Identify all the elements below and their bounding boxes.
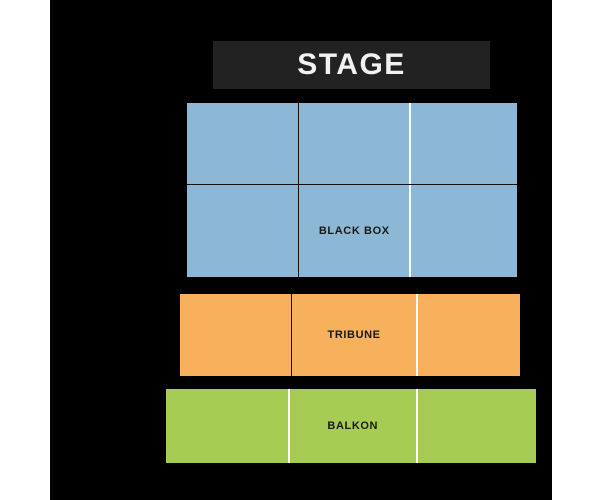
seat-cell-black-box-2-1[interactable] — [187, 185, 300, 277]
section-label-balkon: BALKON — [327, 419, 379, 432]
section-balkon-row-1: BALKON — [166, 389, 536, 463]
section-label-black-box: BLACK BOX — [318, 224, 390, 237]
section-black-box-row-1 — [187, 103, 517, 185]
seat-cell-balkon-1-1[interactable] — [166, 389, 290, 463]
seat-cell-balkon-1-3[interactable] — [418, 389, 536, 463]
seat-cell-black-box-1-3[interactable] — [411, 103, 517, 184]
seat-cell-black-box-1-1[interactable] — [187, 103, 300, 184]
seat-cell-black-box-2-3[interactable] — [411, 185, 517, 277]
section-black-box[interactable]: BLACK BOX — [187, 103, 517, 277]
seat-cell-balkon-1-2[interactable]: BALKON — [290, 389, 418, 463]
seat-cell-tribune-1-1[interactable] — [180, 294, 293, 376]
section-tribune-row-1: TRIBUNE — [180, 294, 520, 376]
section-balkon[interactable]: BALKON — [166, 389, 536, 463]
section-black-box-row-2: BLACK BOX — [187, 185, 517, 277]
section-label-tribune: TRIBUNE — [327, 328, 381, 341]
seat-cell-tribune-1-3[interactable] — [418, 294, 520, 376]
section-tribune[interactable]: TRIBUNE — [180, 294, 520, 376]
seat-cell-tribune-1-2[interactable]: TRIBUNE — [292, 294, 418, 376]
seat-cell-black-box-1-2[interactable] — [299, 103, 412, 184]
venue-canvas: STAGE BLACK BOX TRIBUNE — [50, 0, 552, 500]
seat-cell-black-box-2-2[interactable]: BLACK BOX — [299, 185, 412, 277]
stage-block[interactable]: STAGE — [213, 41, 490, 89]
stage-label: STAGE — [297, 48, 406, 81]
